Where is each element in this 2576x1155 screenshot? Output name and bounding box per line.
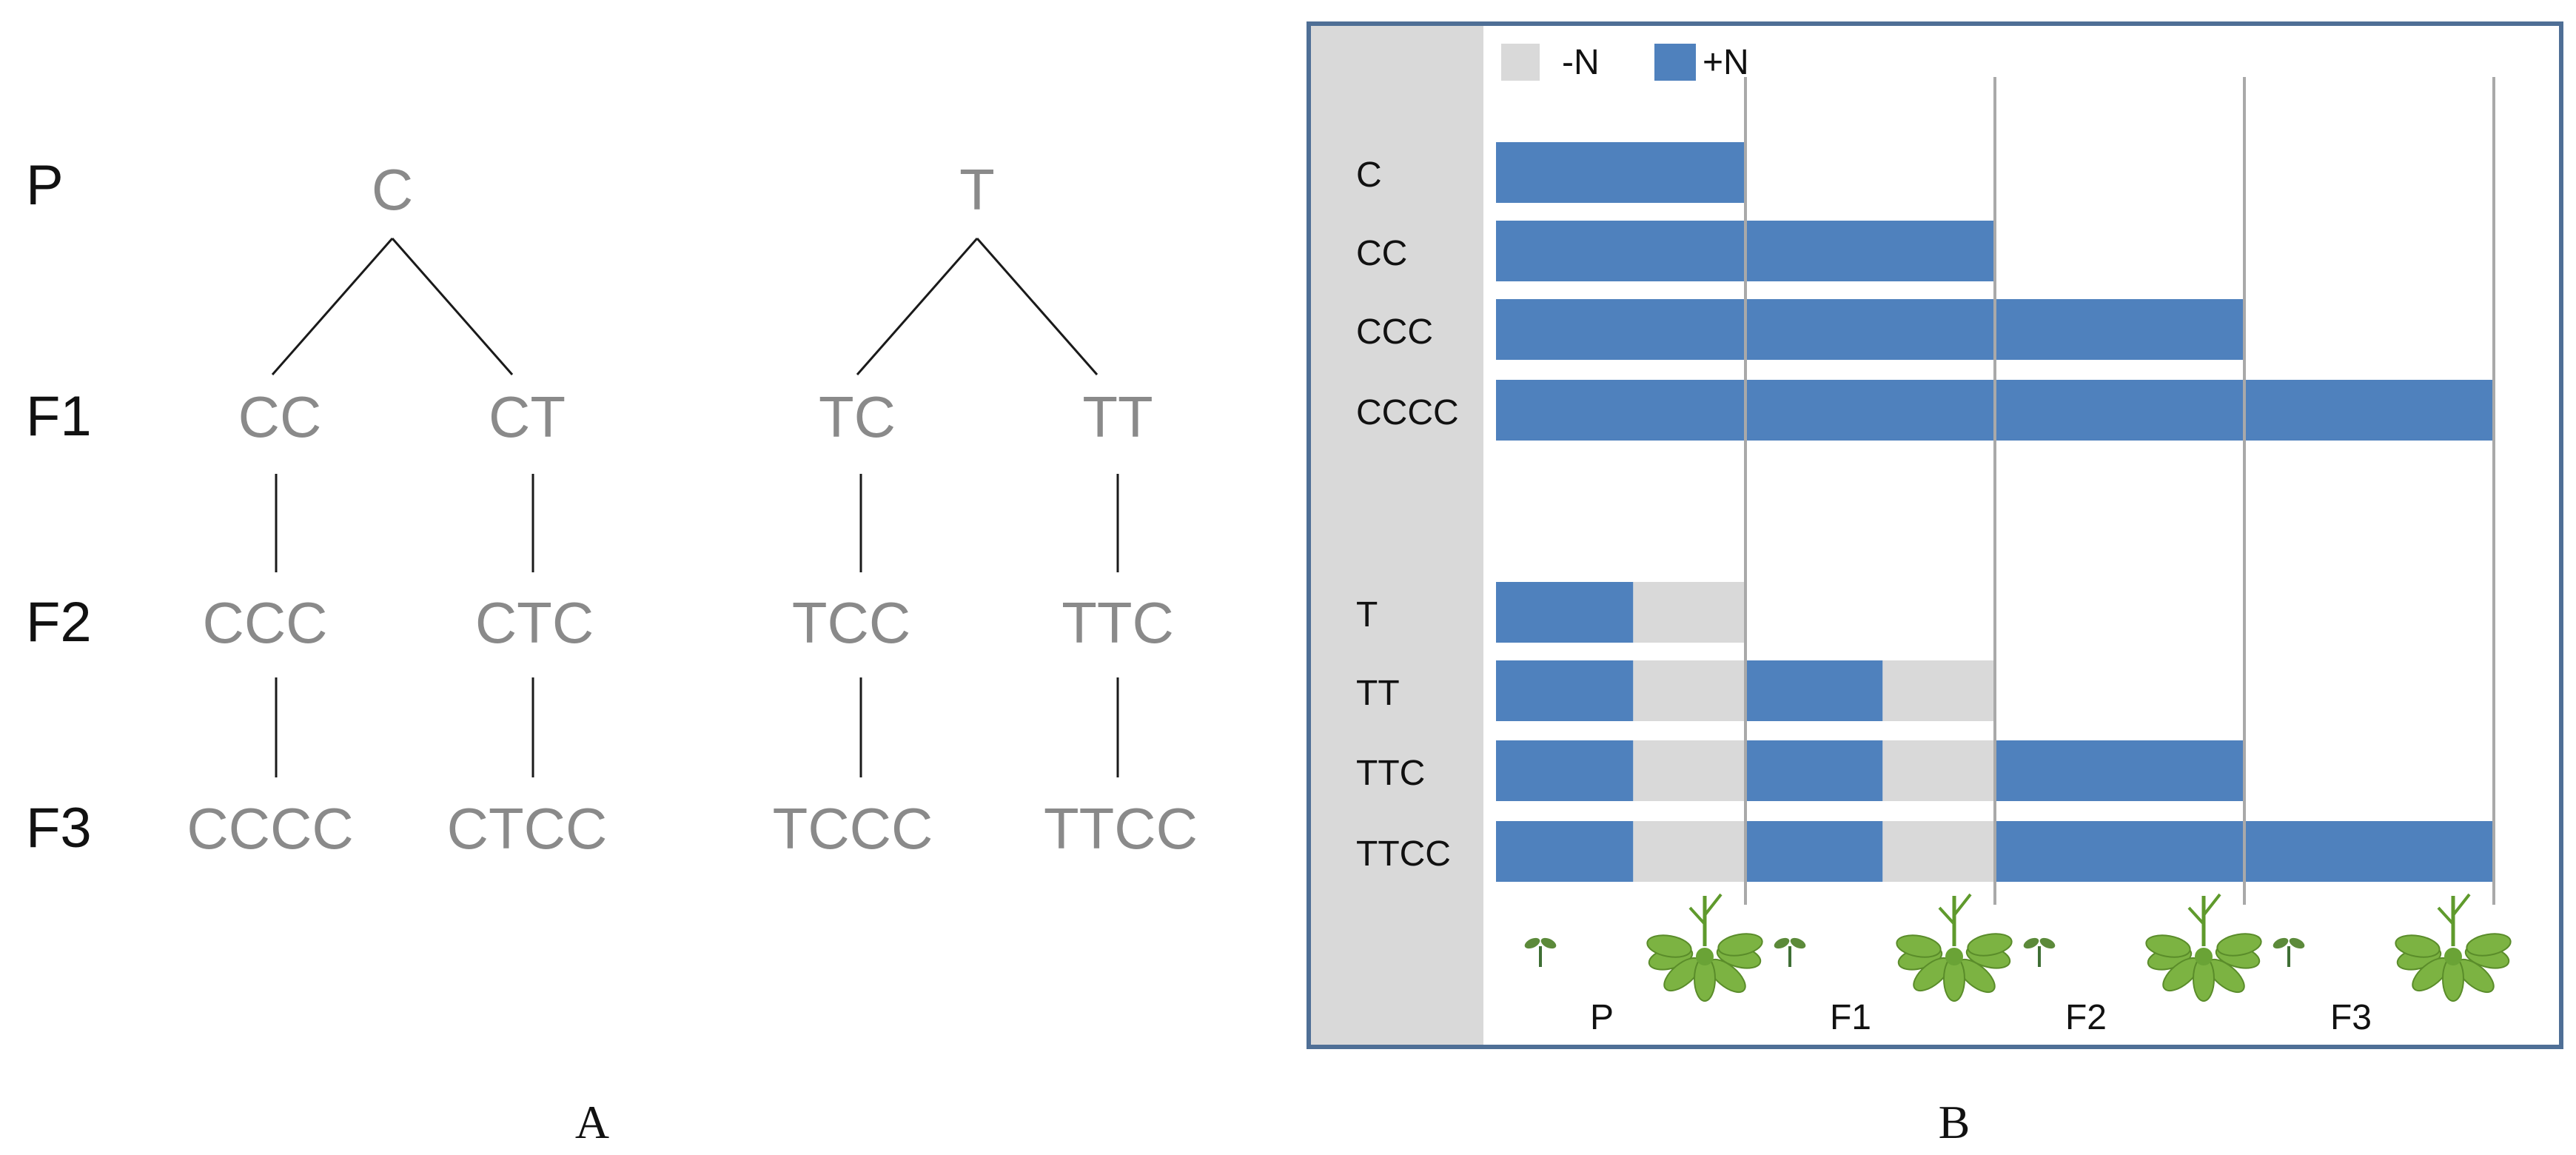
panel-label-a: A	[575, 1096, 609, 1148]
bar-segment-ttc-0	[1496, 740, 1634, 801]
legend-swatch-minus-n	[1501, 44, 1540, 81]
node-tccc: TCCC	[773, 796, 933, 861]
plant-icons	[1524, 893, 2512, 1002]
row-label-cccc: CCCC	[1356, 393, 1459, 432]
bar-segment-t-0	[1496, 582, 1634, 643]
generation-axis-labels: P F1 F2 F3	[1590, 998, 2372, 1037]
legend-label-minus-n: -N	[1562, 43, 1600, 82]
seedling-icon	[2273, 937, 2305, 967]
panel-label-b: B	[1939, 1096, 1970, 1148]
pedigree-edges	[271, 238, 1119, 777]
node-cccc: CCCC	[187, 796, 353, 861]
rosette-plant-icon	[2145, 893, 2262, 1002]
edge-c-cc	[271, 238, 394, 375]
bar-segment-ttc-4	[1995, 740, 2244, 801]
row-label-ccc: CCC	[1356, 312, 1433, 352]
node-tt: TT	[1082, 384, 1153, 449]
node-ttcc: TTCC	[1044, 796, 1198, 861]
node-ct: CT	[489, 384, 566, 449]
bar-segment-ccc-0	[1496, 299, 2244, 360]
bar-segment-ttc-3	[1882, 740, 1995, 801]
generation-label-f3: F3	[26, 797, 92, 860]
node-ctc: CTC	[475, 590, 594, 655]
legend-swatch-plus-n	[1654, 44, 1696, 81]
bar-segment-ttc-2	[1745, 740, 1883, 801]
row-label-tt: TT	[1356, 674, 1400, 713]
edge-t-tc	[856, 238, 979, 375]
bar-segment-tt-3	[1882, 660, 1995, 721]
generation-label-p: P	[26, 154, 64, 217]
bar-segment-ttcc-1	[1633, 821, 1745, 882]
node-cc: CC	[238, 384, 322, 449]
generation-boundaries	[1744, 77, 2495, 905]
legend: -N +N	[1501, 43, 1749, 82]
rosette-plant-icon	[1896, 893, 2013, 1002]
bar-segment-tt-2	[1745, 660, 1883, 721]
generation-label-f2: F2	[26, 591, 92, 654]
node-ccc: CCC	[203, 590, 328, 655]
node-t: T	[959, 157, 995, 222]
bar-segment-tt-0	[1496, 660, 1634, 721]
seedling-icon	[1524, 937, 1557, 967]
row-label-sidebar	[1311, 26, 1483, 1045]
row-label-t: T	[1356, 595, 1378, 635]
seedling-icon	[1774, 937, 1806, 967]
node-ctcc: CTCC	[447, 796, 608, 861]
generation-axis-label-f3: F3	[2330, 998, 2372, 1037]
row-label-cc: CC	[1356, 234, 1407, 273]
rosette-plant-icon	[1646, 893, 1763, 1002]
node-ttc: TTC	[1061, 590, 1174, 655]
generation-axis-label-p: P	[1590, 998, 1614, 1037]
bar-segment-tt-1	[1633, 660, 1745, 721]
legend-label-plus-n: +N	[1703, 43, 1749, 82]
edge-t-tt	[976, 238, 1099, 375]
node-tcc: TCC	[792, 590, 910, 655]
node-tc: TC	[819, 384, 896, 449]
bar-segment-ttcc-2	[1745, 821, 1883, 882]
rosette-plant-icon	[2395, 893, 2512, 1002]
generation-axis-label-f1: F1	[1830, 998, 1871, 1037]
bar-segment-ttcc-0	[1496, 821, 1634, 882]
panel-a-pedigree: P F1 F2 F3 C CC CCC CCCC CT CTC CTCC T T…	[26, 154, 1198, 1148]
edge-c-ct	[391, 238, 514, 375]
row-label-ttcc: TTCC	[1356, 834, 1451, 874]
row-label-c: C	[1356, 155, 1382, 195]
bar-segment-t-1	[1633, 582, 1745, 643]
row-label-ttc: TTC	[1356, 754, 1425, 793]
seedling-icon	[2023, 937, 2056, 967]
bar-segment-ttc-1	[1633, 740, 1745, 801]
node-c: C	[372, 157, 413, 222]
generation-axis-label-f2: F2	[2065, 998, 2107, 1037]
bar-segment-ttcc-3	[1882, 821, 1995, 882]
generation-label-f1: F1	[26, 385, 92, 448]
bar-segment-c-0	[1496, 142, 1745, 203]
